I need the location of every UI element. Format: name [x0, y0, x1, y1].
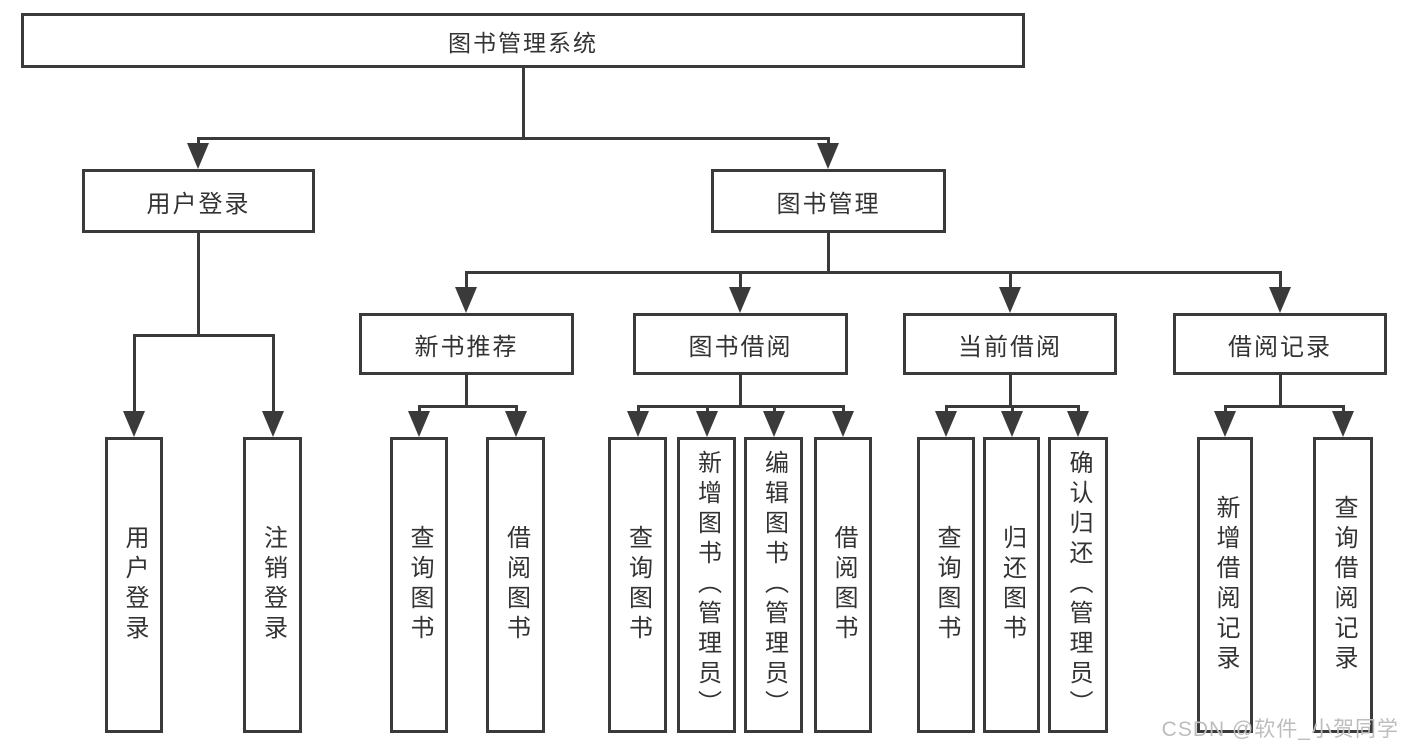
node-label-book-management: 图书管理 — [776, 190, 881, 218]
node-label-current-borrowing: 当前借阅 — [958, 333, 1062, 361]
arrowhead-down-icon — [1001, 411, 1023, 437]
connector-line-horizontal — [417, 404, 518, 408]
node-label-borrow-books: 借阅图书 — [830, 525, 857, 645]
arrowhead-down-icon — [1067, 411, 1089, 437]
connector-line-vertical — [944, 406, 948, 415]
node-add-books-admin: 新增图书（管理员） — [677, 437, 736, 733]
node-label-add-borrow-record: 新增借阅记录 — [1212, 495, 1239, 675]
node-root: 图书管理系统 — [21, 13, 1025, 68]
connector-line-horizontal — [196, 136, 830, 140]
connector-line-vertical — [1076, 406, 1080, 415]
connector-line-vertical — [417, 406, 421, 415]
connector-line-vertical — [1341, 406, 1345, 415]
connector-line-horizontal — [1223, 404, 1345, 408]
connector-line-vertical — [738, 375, 742, 406]
node-new-book-recommend: 新书推荐 — [359, 313, 574, 375]
node-label-confirm-return-admin: 确认归还（管理员） — [1065, 450, 1092, 720]
connector-line-vertical — [271, 335, 275, 415]
connector-line-vertical — [1008, 375, 1012, 406]
arrowhead-down-icon — [408, 411, 430, 437]
node-confirm-return-admin: 确认归还（管理员） — [1048, 437, 1108, 733]
node-label-user-login: 用户登录 — [146, 190, 251, 218]
connector-line-vertical — [705, 406, 709, 415]
node-query-books-recommend: 查询图书 — [390, 437, 448, 733]
node-query-books-current: 查询图书 — [917, 437, 975, 733]
node-borrow-books-recommend: 借阅图书 — [486, 437, 545, 733]
node-label-borrow-books-recommend: 借阅图书 — [502, 525, 530, 645]
node-label-login-user: 用户登录 — [121, 525, 148, 645]
arrowhead-down-icon — [455, 287, 477, 313]
connector-line-vertical — [636, 406, 640, 415]
node-label-return-books: 归还图书 — [998, 525, 1026, 645]
connector-line-vertical — [1278, 272, 1282, 291]
node-edit-books-admin: 编辑图书（管理员） — [744, 437, 803, 733]
connector-line-horizontal — [464, 270, 1282, 274]
arrowhead-down-icon — [505, 411, 527, 437]
node-book-borrowing: 图书借阅 — [633, 313, 848, 375]
node-label-logout: 注销登录 — [259, 525, 287, 645]
node-label-book-borrowing: 图书借阅 — [688, 333, 793, 361]
connector-line-vertical — [772, 406, 776, 415]
node-label-add-books-admin: 新增图书（管理员） — [693, 450, 721, 720]
connector-line-vertical — [521, 68, 525, 138]
node-borrow-books: 借阅图书 — [814, 437, 872, 733]
node-label-edit-books-admin: 编辑图书（管理员） — [760, 450, 788, 720]
node-return-books: 归还图书 — [983, 437, 1040, 733]
connector-line-horizontal — [636, 404, 845, 408]
connector-line-vertical — [196, 138, 200, 147]
node-label-new-book-recommend: 新书推荐 — [414, 333, 519, 361]
connector-line-vertical — [841, 406, 845, 415]
connector-line-vertical — [1008, 272, 1012, 291]
node-query-books-borrow: 查询图书 — [608, 437, 667, 733]
connector-line-vertical — [132, 335, 136, 415]
node-label-borrowing-records: 借阅记录 — [1228, 333, 1332, 361]
node-query-borrow-record: 查询借阅记录 — [1313, 437, 1373, 733]
node-logout: 注销登录 — [243, 437, 302, 733]
arrowhead-down-icon — [696, 411, 718, 437]
node-label-root: 图书管理系统 — [448, 29, 598, 56]
node-label-query-borrow-record: 查询借阅记录 — [1330, 495, 1357, 675]
node-user-login: 用户登录 — [82, 169, 315, 233]
arrowhead-down-icon — [763, 411, 785, 437]
arrowhead-down-icon — [262, 411, 284, 437]
arrowhead-down-icon — [1269, 287, 1291, 313]
arrowhead-down-icon — [187, 143, 209, 169]
connector-line-vertical — [196, 233, 200, 335]
connector-line-vertical — [1278, 375, 1282, 406]
node-book-management: 图书管理 — [711, 169, 946, 233]
connector-line-vertical — [826, 138, 830, 147]
node-label-query-books-current: 查询图书 — [933, 525, 960, 645]
node-login-user: 用户登录 — [105, 437, 163, 733]
arrowhead-down-icon — [1332, 411, 1354, 437]
arrowhead-down-icon — [1214, 411, 1236, 437]
arrowhead-down-icon — [999, 287, 1021, 313]
connector-line-vertical — [738, 272, 742, 291]
connector-line-vertical — [464, 375, 468, 406]
connector-line-vertical — [1010, 406, 1014, 415]
arrowhead-down-icon — [123, 411, 145, 437]
connector-line-vertical — [1223, 406, 1227, 415]
node-current-borrowing: 当前借阅 — [903, 313, 1117, 375]
csdn-watermark: CSDN @软件_小贺同学 — [1161, 718, 1399, 741]
node-label-query-books-recommend: 查询图书 — [406, 525, 433, 645]
node-add-borrow-record: 新增借阅记录 — [1197, 437, 1253, 733]
arrowhead-down-icon — [627, 411, 649, 437]
node-label-query-books-borrow: 查询图书 — [624, 525, 652, 645]
connector-line-vertical — [826, 233, 830, 272]
arrowhead-down-icon — [729, 287, 751, 313]
connector-line-vertical — [464, 272, 468, 291]
arrowhead-down-icon — [832, 411, 854, 437]
connector-line-horizontal — [132, 333, 275, 337]
arrowhead-down-icon — [935, 411, 957, 437]
connector-line-vertical — [514, 406, 518, 415]
node-borrowing-records: 借阅记录 — [1173, 313, 1387, 375]
arrowhead-down-icon — [817, 143, 839, 169]
